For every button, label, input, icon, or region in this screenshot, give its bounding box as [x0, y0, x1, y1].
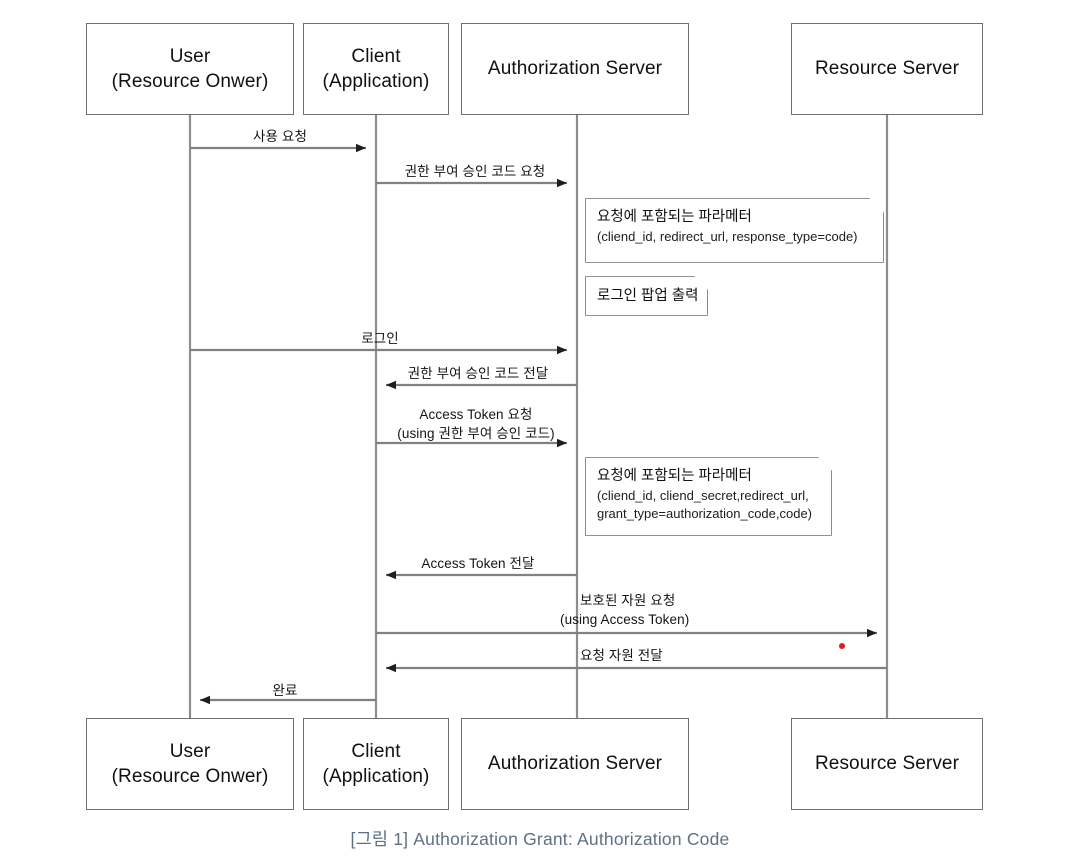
note-3-line-2: grant_type=authorization_code,code) — [597, 506, 813, 522]
note-request-parameters-authcode: 요청에 포함되는 파라메터 (cliend_id, redirect_url, … — [586, 199, 883, 262]
participant-box-resource-server-top[interactable]: Resource Server — [791, 23, 983, 115]
note-1-line-1: (cliend_id, redirect_url, response_type=… — [597, 229, 858, 245]
participant-label-resource-server: Resource Server — [814, 58, 960, 80]
note-1-title: 요청에 포함되는 파라메터 — [597, 209, 752, 225]
message-arrows — [190, 143, 887, 705]
message-label-login: 로그인 — [300, 330, 460, 349]
note-login-popup: 로그인 팝업 출력 — [586, 277, 707, 315]
message-label-access-token-request: Access Token 요청 (using 권한 부여 승인 코드) — [378, 406, 574, 443]
participant-label-client-line1: Client — [351, 45, 401, 67]
message-text-m9: 완료 — [272, 683, 298, 698]
participant-label-client-bottom-line1: Client — [351, 740, 401, 762]
participant-label-client-bottom-line2: (Application) — [322, 766, 430, 787]
participant-label-user-bottom-line2: (Resource Onwer) — [111, 766, 269, 787]
message-text-m8: 요청 자원 전달 — [580, 648, 663, 663]
participant-box-user-bottom[interactable]: User (Resource Onwer) — [86, 718, 294, 810]
message-label-access-token-deliver: Access Token 전달 — [382, 555, 574, 574]
message-label-usage-request: 사용 요청 — [190, 128, 370, 147]
message-text-m4: 권한 부여 승인 코드 전달 — [407, 366, 549, 381]
note-3-title: 요청에 포함되는 파라메터 — [597, 468, 752, 484]
note-3-line-1: (cliend_id, cliend_secret,redirect_url, — [597, 488, 809, 504]
participant-label-client-line2: (Application) — [322, 71, 430, 92]
message-label-complete: 완료 — [200, 682, 370, 701]
participant-box-authorization-server-bottom[interactable]: Authorization Server — [461, 718, 689, 810]
participant-box-resource-server-bottom[interactable]: Resource Server — [791, 718, 983, 810]
red-dot-marker — [839, 643, 845, 649]
figure-caption: [그림 1] Authorization Grant: Authorizatio… — [350, 829, 730, 849]
participant-box-authorization-server-top[interactable]: Authorization Server — [461, 23, 689, 115]
message-text-m7-line2: (using Access Token) — [560, 611, 690, 627]
participant-label-user-line1: User — [169, 45, 211, 67]
participant-label-resource-server-bottom: Resource Server — [814, 753, 960, 775]
participant-label-authorization-server-bottom: Authorization Server — [487, 753, 663, 775]
participant-box-client-top[interactable]: Client (Application) — [303, 23, 449, 115]
participant-label-user-line2: (Resource Onwer) — [111, 71, 269, 92]
participant-label-authorization-server: Authorization Server — [487, 58, 663, 80]
note-request-parameters-token: 요청에 포함되는 파라메터 (cliend_id, cliend_secret,… — [586, 458, 831, 535]
message-text-m7: 보호된 자원 요청 — [580, 593, 676, 608]
participant-label-user-bottom-line1: User — [169, 740, 211, 762]
message-text-m1: 사용 요청 — [253, 129, 307, 144]
message-text-m3: 로그인 — [361, 331, 399, 346]
message-text-m6: Access Token 전달 — [421, 556, 535, 571]
participant-box-client-bottom[interactable]: Client (Application) — [303, 718, 449, 810]
message-label-resource-deliver: 요청 자원 전달 — [580, 647, 880, 666]
lifelines — [188, 115, 889, 718]
note-2-title: 로그인 팝업 출력 — [597, 287, 699, 304]
message-text-m5-line2: (using 권한 부여 승인 코드) — [397, 425, 555, 441]
participant-box-user-top[interactable]: User (Resource Onwer) — [86, 23, 294, 115]
message-text-m2: 권한 부여 승인 코드 요청 — [404, 164, 546, 179]
message-text-m5: Access Token 요청 — [419, 407, 533, 422]
message-label-auth-code-request: 권한 부여 승인 코드 요청 — [378, 163, 572, 182]
message-label-protected-resource-request: 보호된 자원 요청 (using Access Token) — [560, 592, 880, 629]
message-label-auth-code-deliver: 권한 부여 승인 코드 전달 — [382, 365, 574, 384]
